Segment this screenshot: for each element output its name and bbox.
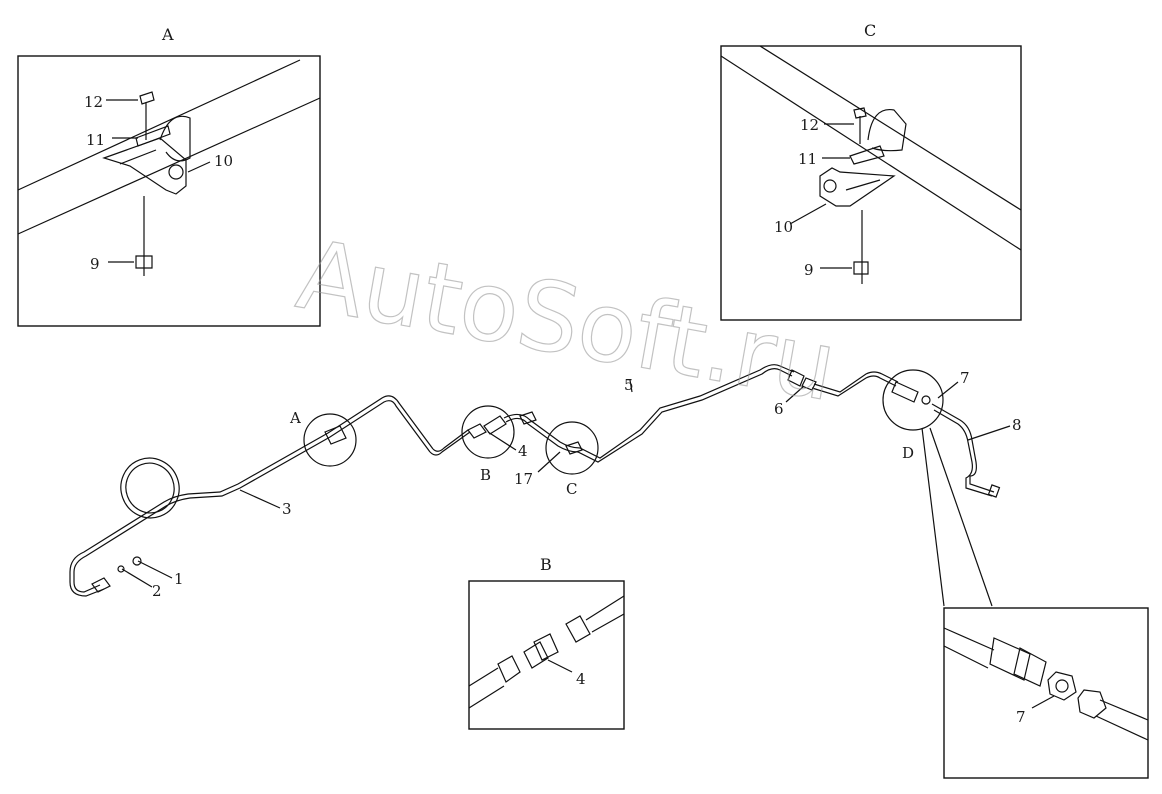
main-callouts: 1 2 3 4 5 6 7 8 17 A B C D bbox=[152, 369, 1022, 600]
callout-3: 3 bbox=[282, 500, 292, 518]
view-a-callout-10: 10 bbox=[214, 152, 233, 170]
detail-circle-b bbox=[461, 405, 515, 459]
pipe-section-b bbox=[429, 429, 471, 456]
callout-5: 5 bbox=[624, 376, 634, 394]
view-a-callout-11: 11 bbox=[86, 131, 105, 149]
detail-d-projection bbox=[921, 427, 993, 607]
detail-circle-d bbox=[882, 369, 944, 431]
view-c-callout-9: 9 bbox=[804, 261, 814, 279]
callout-4: 4 bbox=[518, 442, 528, 460]
detail-view-d: 7 bbox=[943, 607, 1149, 779]
clip-17-marks bbox=[519, 411, 583, 455]
detail-view-c: C 12 11 10 9 bbox=[720, 21, 1022, 321]
view-b-callout-4: 4 bbox=[576, 670, 586, 688]
detail-circle-c bbox=[545, 421, 599, 475]
view-a-callout-12: 12 bbox=[84, 93, 103, 111]
zone-label-c: C bbox=[566, 480, 577, 498]
view-a-title: A bbox=[161, 25, 174, 44]
connector-6 bbox=[787, 369, 817, 391]
pipe-3 bbox=[73, 400, 431, 593]
callout-1: 1 bbox=[174, 570, 184, 588]
zone-label-b: B bbox=[480, 466, 491, 484]
zone-label-d: D bbox=[902, 444, 914, 462]
part-1-nut bbox=[132, 556, 142, 566]
connector-4 bbox=[467, 415, 507, 439]
pipe-6 bbox=[811, 371, 899, 397]
detail-view-a: A 12 11 10 9 bbox=[17, 25, 321, 327]
end-fitting-left bbox=[91, 577, 111, 593]
pipe-8 bbox=[931, 403, 995, 497]
detail-circle-a bbox=[303, 413, 357, 467]
callout-8: 8 bbox=[1012, 416, 1022, 434]
view-c-callout-12: 12 bbox=[800, 116, 819, 134]
callout-6: 6 bbox=[774, 400, 784, 418]
callout-7: 7 bbox=[960, 369, 970, 387]
hose-connector-d bbox=[891, 381, 919, 403]
main-pipe-assembly bbox=[69, 364, 1011, 607]
view-c-callout-11: 11 bbox=[798, 150, 817, 168]
part-2-washer bbox=[117, 565, 125, 573]
view-c-callout-10: 10 bbox=[774, 218, 793, 236]
view-c-title: C bbox=[864, 21, 876, 40]
view-a-callout-9: 9 bbox=[90, 255, 100, 273]
view-b-title: B bbox=[540, 555, 552, 574]
clip-a-mark bbox=[324, 425, 347, 445]
pipe-coil bbox=[120, 457, 180, 519]
callout-17: 17 bbox=[514, 470, 533, 488]
zone-label-a: A bbox=[289, 409, 301, 427]
detail-view-b: B 4 bbox=[468, 555, 625, 730]
watermark: AutoSoft.ru bbox=[290, 218, 844, 423]
view-d-callout-7: 7 bbox=[1016, 708, 1026, 726]
callout-2: 2 bbox=[152, 582, 162, 600]
leader-lines bbox=[121, 379, 1011, 588]
